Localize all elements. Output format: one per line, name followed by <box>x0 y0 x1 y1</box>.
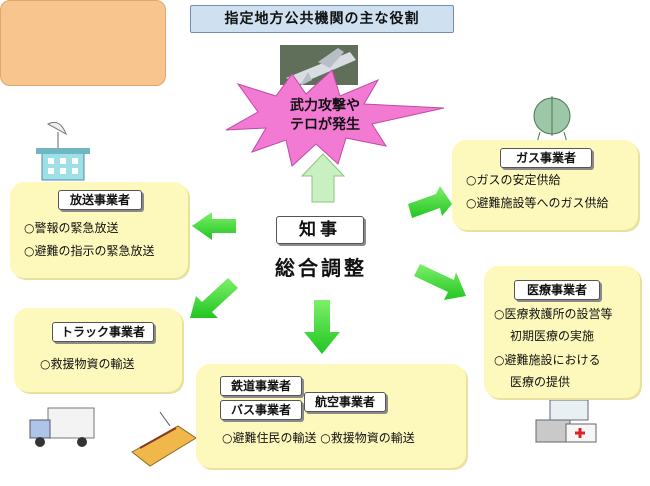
medical-line-2: 初期医療の実施 <box>510 329 595 343</box>
medical-line-4: 医療の提供 <box>510 375 571 389</box>
gas-tag: ガス事業者 <box>500 148 592 168</box>
medical-line-3: ○避難施設における <box>494 353 601 367</box>
gas-line-2: ○避難施設等へのガス供給 <box>466 196 609 210</box>
medical-tag: 医療事業者 <box>514 280 600 300</box>
arrow-to-medical <box>414 264 466 300</box>
arrow-up <box>300 153 346 203</box>
transport-line: ○避難住民の輸送 ○救援物資の輸送 <box>222 431 415 445</box>
arrow-to-transport <box>304 300 340 354</box>
event-line-2: テロが発生 <box>290 117 360 133</box>
hospital-icon <box>535 399 597 443</box>
truck-tag: トラック事業者 <box>52 322 154 342</box>
incident-burst <box>225 69 445 167</box>
broadcast-tag: 放送事業者 <box>58 190 142 210</box>
truck-icon <box>29 407 95 447</box>
arrow-to-gas <box>408 186 452 218</box>
bus-tag: バス事業者 <box>220 400 302 420</box>
medical-line-1: ○医療救護所の設営等 <box>494 307 613 321</box>
broadcast-line-2: ○避難の指示の緊急放送 <box>24 244 155 258</box>
truck-card <box>14 308 182 392</box>
rail-tag: 鉄道事業者 <box>220 376 302 396</box>
broadcast-line-1: ○警報の緊急放送 <box>24 221 119 235</box>
event-line-1: 武力攻撃や <box>290 98 360 114</box>
airline-tag: 航空事業者 <box>304 392 386 412</box>
diagram-title: 指定地方公共機関の主な役割 <box>190 5 454 33</box>
broadcast-station-icon <box>36 121 90 181</box>
gas-tank-icon <box>533 96 571 147</box>
truck-line-1: ○救援物資の輸送 <box>40 357 135 371</box>
event-label: 武力攻撃や テロが発生 <box>280 97 370 135</box>
arrow-to-broadcast <box>192 212 236 240</box>
arrow-to-truck <box>190 278 238 318</box>
governor-box <box>0 0 166 86</box>
coordination-text: 総合調整 <box>275 256 367 280</box>
gas-line-1: ○ガスの安定供給 <box>466 173 561 187</box>
train-icon <box>131 411 197 467</box>
governor-tag: 知事 <box>276 216 364 244</box>
